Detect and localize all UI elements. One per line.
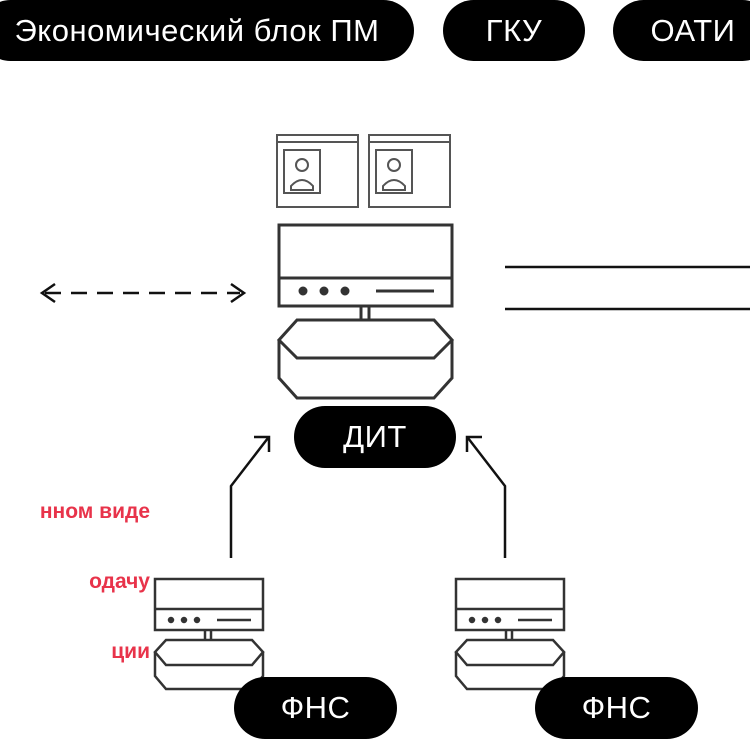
arrow-right-up-icon	[465, 435, 507, 558]
node-label-fns-left: ФНС	[234, 677, 397, 739]
bidirectional-arrow-icon	[39, 282, 247, 304]
server-icon	[276, 223, 455, 400]
user-card-icon	[276, 134, 359, 208]
side-note-line: одачу	[89, 570, 150, 593]
side-note-line: ции	[111, 640, 150, 663]
block-label-gku: ГКУ	[443, 0, 585, 61]
user-card-icon	[368, 134, 451, 208]
node-label-dit: ДИТ	[294, 406, 456, 468]
connector-lines	[505, 265, 750, 311]
server-icon	[454, 577, 566, 691]
block-label-oati: ОАТИ	[613, 0, 750, 61]
side-note: нном виде одачу ции	[0, 459, 150, 704]
node-label-fns-right: ФНС	[535, 677, 698, 739]
side-note-line: нном виде	[39, 500, 150, 523]
block-label-economic: Экономический блок ПМ	[0, 0, 414, 61]
arrow-left-up-icon	[229, 435, 271, 558]
server-icon	[153, 577, 265, 691]
